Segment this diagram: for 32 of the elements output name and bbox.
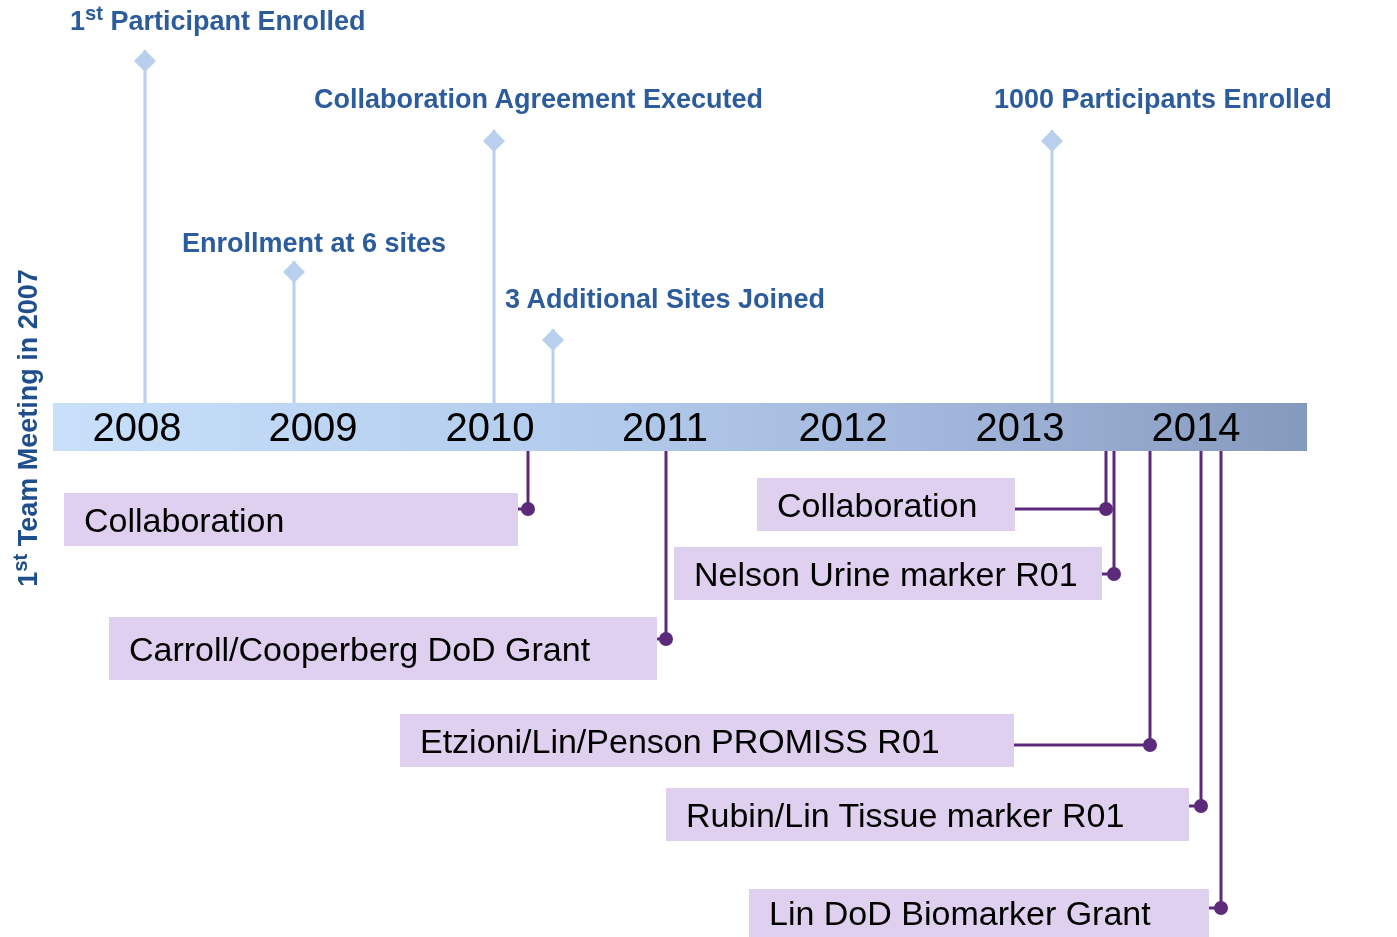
milestone-stem bbox=[1041, 130, 1063, 403]
event-stem bbox=[518, 451, 535, 516]
milestone-stem bbox=[134, 50, 156, 403]
year-label: 2012 bbox=[798, 404, 888, 451]
event-stem bbox=[1189, 451, 1208, 813]
milestone-label: Collaboration Agreement Executed bbox=[314, 83, 764, 116]
milestone-stem bbox=[283, 261, 305, 403]
milestone-label: Enrollment at 6 sites bbox=[182, 227, 447, 260]
event-box: Carroll/Cooperberg DoD Grant bbox=[109, 617, 657, 680]
milestone-stem bbox=[542, 329, 564, 403]
milestone-stem bbox=[483, 130, 505, 403]
event-stem bbox=[657, 451, 673, 646]
event-box: Collaboration bbox=[64, 493, 518, 546]
timeline-bar bbox=[53, 403, 1307, 451]
year-label: 2008 bbox=[92, 404, 182, 451]
milestone-label: 3 Additional Sites Joined bbox=[505, 283, 826, 316]
event-box: Collaboration bbox=[757, 478, 1015, 531]
event-stem bbox=[1102, 451, 1121, 581]
event-stem bbox=[1014, 451, 1157, 752]
event-box: Nelson Urine marker R01 bbox=[674, 547, 1102, 600]
event-stem bbox=[1015, 451, 1113, 516]
milestone-label: 1$^{st}$ Participant Enrolled bbox=[70, 4, 366, 38]
event-stem bbox=[1209, 451, 1228, 915]
year-label: 2009 bbox=[268, 404, 358, 451]
event-box: Rubin/Lin Tissue marker R01 bbox=[666, 788, 1189, 841]
year-label: 2013 bbox=[975, 404, 1065, 451]
event-box: Etzioni/Lin/Penson PROMISS R01 bbox=[400, 714, 1014, 767]
event-box: Lin DoD Biomarker Grant bbox=[749, 889, 1209, 937]
year-label: 2011 bbox=[622, 404, 708, 451]
year-label: 2014 bbox=[1151, 404, 1241, 451]
milestone-label: 1000 Participants Enrolled bbox=[994, 83, 1332, 116]
year-label: 2010 bbox=[445, 404, 535, 451]
